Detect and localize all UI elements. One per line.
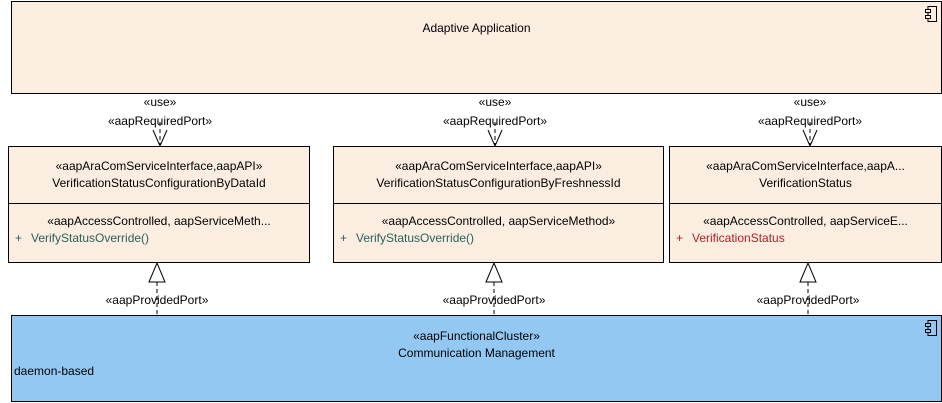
required-port-label: «aapRequiredPort» [757,114,863,128]
member-stereotype: «aapAccessControlled, aapServiceMeth... [47,214,271,228]
provided-port-label: «aapProvidedPort» [756,293,860,307]
realization-1[interactable] [148,261,166,315]
member-stereotype: «aapAccessControlled, aapServiceE... [703,214,908,228]
component-icon [925,320,937,336]
provided-port-label: «aapProvidedPort» [442,293,546,307]
use-label: «use» [143,95,177,109]
cluster-name: Communication Management [398,346,555,360]
member-stereotype: «aapAccessControlled, aapServiceMethod» [381,214,616,228]
interface-name: VerificationStatus [759,176,852,190]
member-event[interactable]: + VerificationStatus [670,230,941,247]
interface-stereotype: «aapAraComServiceInterface,aapAPI» [395,159,602,173]
cluster-stereotype: «aapFunctionalCluster» [413,329,540,343]
member-name: VerificationStatus [692,231,785,245]
visibility-marker: + [15,231,23,245]
visibility-marker: + [340,231,348,245]
realization-3[interactable] [799,261,817,315]
use-dependency-3[interactable] [802,122,818,148]
component-icon [925,6,937,22]
interface-header: «aapAraComServiceInterface,aapAPI» Verif… [334,147,663,204]
visibility-marker: + [676,231,684,245]
use-dependency-2[interactable] [487,122,503,148]
interface-stereotype: «aapAraComServiceInterface,aapAPI» [55,159,263,173]
adaptive-application-component[interactable]: Adaptive Application [11,1,942,94]
required-port-label: «aapRequiredPort» [442,114,548,128]
communication-management-component[interactable]: «aapFunctionalCluster» Communication Man… [11,315,942,402]
use-label: «use» [793,95,827,109]
member-name: VerifyStatusOverride() [356,231,475,245]
member-method[interactable]: + VerifyStatusOverride() [334,230,663,247]
interface-verification-status-config-by-data-id[interactable]: «aapAraComServiceInterface,aapAPI» Verif… [8,146,310,263]
interface-members: «aapAccessControlled, aapServiceMeth... … [9,203,309,247]
use-dependency-1[interactable] [152,122,168,148]
interface-header: «aapAraComServiceInterface,aapAPI» Verif… [9,147,309,204]
interface-verification-status-config-by-freshness-id[interactable]: «aapAraComServiceInterface,aapAPI» Verif… [333,146,664,263]
interface-members: «aapAccessControlled, aapServiceE... + Ve… [670,203,941,247]
interface-verification-status[interactable]: «aapAraComServiceInterface,aapA... Verif… [669,146,942,263]
interface-stereotype: «aapAraComServiceInterface,aapA... [706,159,905,173]
member-method[interactable]: + VerifyStatusOverride() [9,230,309,247]
use-label: «use» [478,95,512,109]
cluster-note: daemon-based [14,364,95,378]
member-name: VerifyStatusOverride() [31,231,150,245]
required-port-label: «aapRequiredPort» [107,114,213,128]
adaptive-application-title: Adaptive Application [422,21,531,35]
interface-name: VerificationStatusConfigurationByDataId [52,176,266,190]
interface-name: VerificationStatusConfigurationByFreshne… [376,176,621,190]
interface-members: «aapAccessControlled, aapServiceMethod» … [334,203,663,247]
provided-port-label: «aapProvidedPort» [105,293,209,307]
realization-2[interactable] [485,261,503,315]
interface-header: «aapAraComServiceInterface,aapA... Verif… [670,147,941,204]
